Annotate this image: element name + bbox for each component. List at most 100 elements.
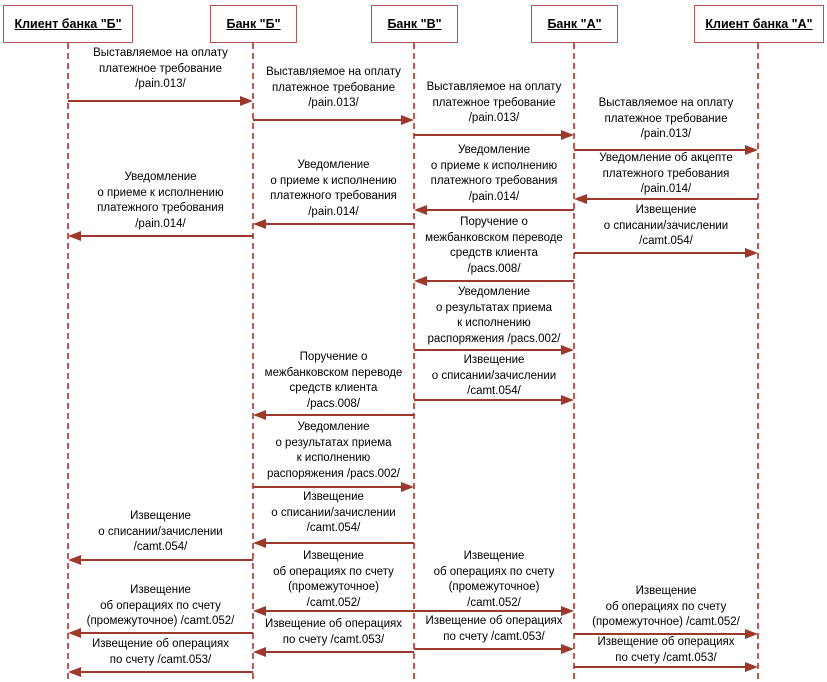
message-label-line: /pain.013/: [468, 112, 520, 124]
message-label: Выставляемое на оплату платежное требован…: [259, 65, 408, 112]
message-label-line: о списании/зачислении: [98, 525, 223, 538]
message-label-line: платежное требование: [99, 62, 222, 75]
message-arrowhead: [745, 248, 758, 258]
message-label-line: к исполнению: [296, 452, 371, 464]
message-arrow-line: [79, 235, 253, 237]
actor-box-bank-v: Банк "В": [371, 5, 458, 43]
message-label-line: /camt.054/: [467, 385, 521, 397]
message-label-line: Поручение о: [299, 351, 368, 363]
message-label-line: Извещение об операциях: [425, 615, 563, 627]
lifeline-bank-a: [573, 43, 575, 682]
message-label: Извещение об операциях по счету /camt.053…: [580, 635, 752, 666]
message-label-line: по счету /camt.053/: [282, 633, 385, 646]
message-arrow-line: [574, 149, 747, 151]
message-arrowhead: [561, 345, 574, 355]
lifeline-client-bank-a: [757, 43, 759, 682]
message-label-line: Извещение об операциях: [597, 636, 735, 648]
message-arrowhead: [253, 647, 266, 657]
message-arrowhead: [68, 555, 81, 565]
message-label-line: Уведомление: [457, 286, 531, 298]
message-label-line: платежное требование: [272, 81, 395, 94]
message-arrow-line: [414, 134, 563, 136]
message-label-line: по счету /camt.053/: [443, 630, 545, 643]
message-label: Уведомление о результатах приема к исполне…: [420, 285, 568, 347]
message-arrow-line: [264, 542, 414, 544]
message-arrow-line: [574, 633, 747, 635]
message-arrowhead: [745, 145, 758, 155]
message-label-line: об операциях по счету: [273, 565, 394, 578]
message-arrowhead: [253, 219, 266, 229]
message-label-line: /pain.013/: [135, 78, 186, 90]
message-arrow-line: [414, 399, 563, 401]
message-label-line: платежного требования: [602, 167, 730, 180]
message-label-line: о списании/зачислении: [603, 219, 729, 232]
message-arrow-line: [264, 414, 414, 416]
message-label-line: распоряжения /pacs.002/: [266, 467, 400, 480]
message-arrow-line: [79, 559, 253, 561]
message-label-line: платежное требование: [604, 112, 728, 125]
actor-box-client-bank-b: Клиент банка "Б": [3, 5, 133, 43]
message-arrowhead: [414, 205, 427, 215]
message-label-line: /pain.013/: [308, 97, 359, 109]
message-arrowhead: [561, 395, 574, 405]
message-arrowhead: [561, 130, 574, 140]
message-label-line: Поручение о: [460, 216, 528, 228]
message-arrowhead: [68, 231, 81, 241]
message-arrow-line: [253, 119, 403, 121]
actor-box-client-bank-a: Клиент банка "А": [694, 5, 824, 43]
message-arrowhead: [574, 194, 587, 204]
lifeline-bank-v: [413, 43, 415, 682]
message-label-line: Извещение: [635, 585, 697, 597]
message-label-line: платежного требования: [97, 202, 224, 214]
message-arrowhead: [401, 115, 414, 125]
message-label-line: (промежуточное): [448, 581, 540, 593]
message-label-line: Извещение: [130, 510, 191, 522]
message-label-line: по счету /camt.053/: [109, 653, 212, 666]
message-label-line: распоряжения /pacs.002/: [427, 332, 561, 345]
lifeline-client-bank-b: [67, 43, 69, 682]
message-label-line: средств клиента: [450, 247, 538, 259]
message-label-line: Выставляемое на оплату: [266, 66, 401, 78]
message-label-line: (промежуточное) /camt.052/: [592, 616, 740, 628]
message-arrowhead: [253, 410, 266, 420]
message-arrowhead: [253, 606, 266, 616]
message-label-line: межбанковском переводе: [425, 231, 563, 244]
message-label-line: о результатах приема: [435, 301, 553, 314]
message-label-line: Уведомление: [297, 159, 370, 171]
message-label-line: к исполнению: [457, 317, 531, 329]
message-arrow-line: [68, 100, 242, 102]
message-label-line: (промежуточное) /camt.052/: [86, 615, 235, 627]
message-arrow-line: [585, 198, 758, 200]
message-label: Поручение о межбанковском переводе средств…: [420, 215, 568, 277]
message-arrow-line: [574, 252, 747, 254]
message-arrow-line: [574, 666, 747, 668]
message-label-line: об операциях по счету: [605, 600, 727, 613]
message-label-line: о приеме к исполнению: [97, 186, 224, 199]
lifeline-bank-b: [252, 43, 254, 682]
actor-box-bank-b: Банк "Б": [210, 5, 297, 43]
message-label-line: о результатах приема: [275, 436, 392, 449]
message-label-line: платежное требование: [432, 96, 556, 109]
message-label-line: /pain.014/: [640, 183, 692, 195]
message-arrow-line: [264, 651, 414, 653]
message-label-line: Уведомление об акцепте: [599, 152, 733, 164]
message-label-line: по счету /camt.053/: [615, 651, 717, 664]
message-arrowhead: [253, 538, 266, 548]
message-label-line: Извещение: [303, 550, 364, 562]
message-label: Уведомление об акцепте платежного требова…: [580, 151, 752, 198]
message-label-line: Извещение: [130, 584, 191, 596]
message-label-line: межбанковском переводе: [264, 366, 403, 379]
message-arrowhead: [561, 644, 574, 654]
message-label-line: платежного требования: [270, 190, 397, 202]
message-arrowhead: [240, 96, 253, 106]
